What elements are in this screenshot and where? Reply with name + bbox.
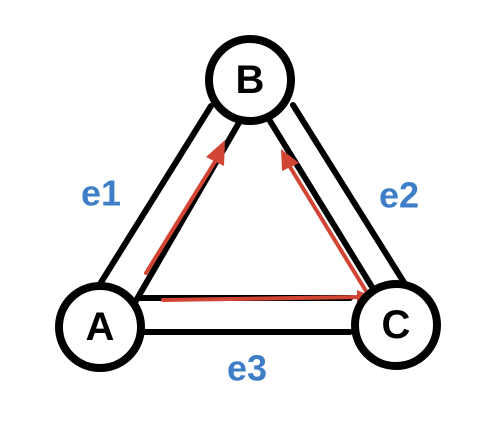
flow-arrow-c-to-b [281,149,371,298]
node-b-label: B [236,58,265,102]
node-c: C [351,280,441,370]
node-c-label: C [382,303,411,347]
edge-e3 [137,295,353,335]
node-a-label: A [86,305,115,349]
node-a: A [55,282,145,372]
edge-e2 [267,102,413,303]
edge-label-e1: e1 [81,173,121,214]
flow-arrow-a-to-b [144,140,225,275]
edge-label-e2: e2 [379,175,419,216]
edge-label-e3: e3 [227,348,267,389]
node-b: B [205,35,295,125]
